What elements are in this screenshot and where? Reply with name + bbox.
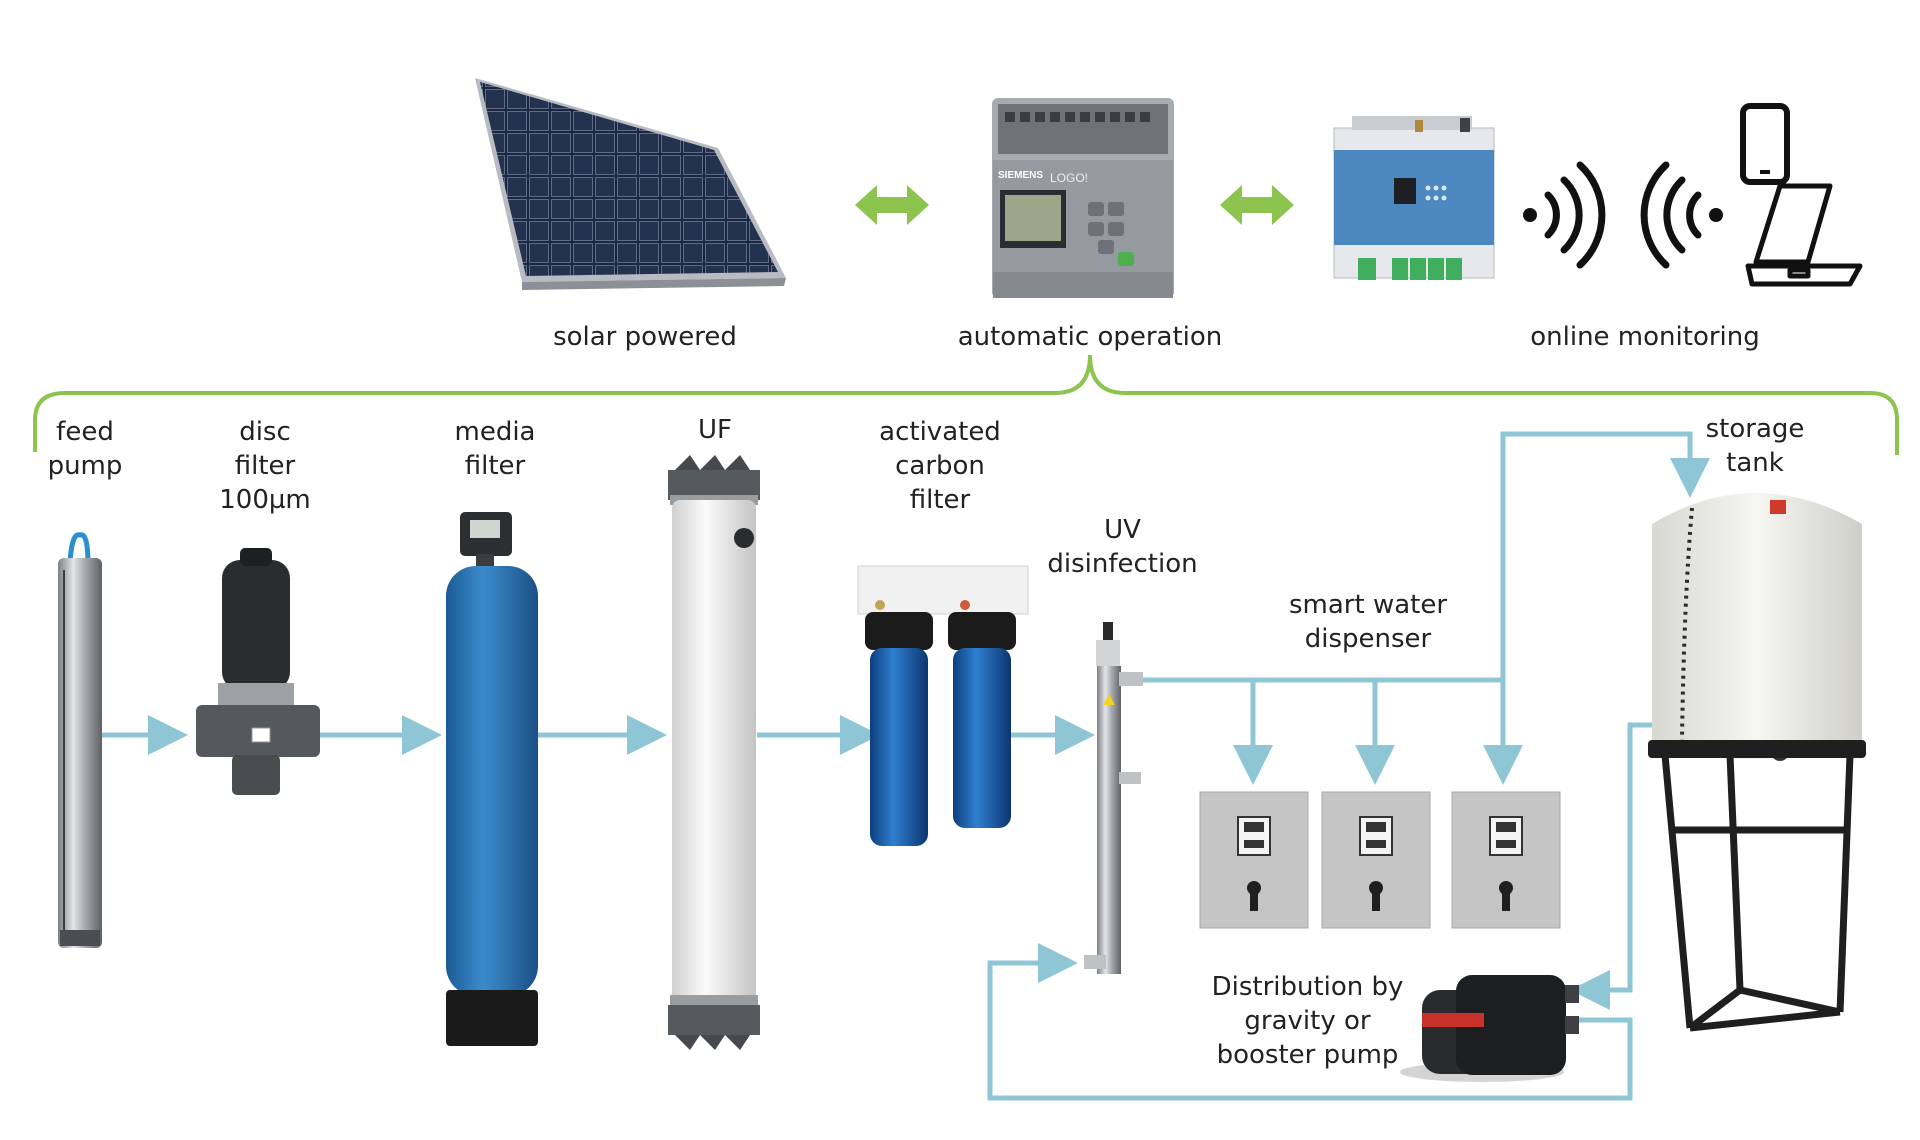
booster-pump-icon <box>1400 975 1579 1082</box>
plc-controller-icon: SIEMENS LOGO! <box>992 98 1174 298</box>
wireless-signal-icon <box>1523 161 1606 269</box>
solar-panel-icon <box>475 78 786 290</box>
label-automatic-operation: automatic operation <box>957 322 1223 352</box>
gateway-module-icon <box>1333 116 1495 280</box>
disc-filter-icon <box>196 548 320 795</box>
smart-water-dispenser-icon <box>1451 791 1561 929</box>
smartphone-icon <box>1740 103 1790 185</box>
smart-water-dispenser-icon <box>1199 791 1309 929</box>
feed-pump-icon <box>58 532 102 948</box>
uv-disinfection-icon <box>1084 622 1143 974</box>
plc-model: LOGO! <box>1050 171 1088 185</box>
double-arrow-icon <box>1220 185 1294 225</box>
label-disc-filter: disc filter 100µm <box>219 417 311 515</box>
system-bracket <box>33 354 1899 455</box>
label-solar-powered: solar powered <box>553 322 737 352</box>
wireless-signal-icon <box>1640 161 1723 269</box>
plc-brand: SIEMENS <box>998 170 1043 181</box>
flow-pipes <box>102 431 1710 1101</box>
label-smart-water-dispenser: smart water dispenser <box>1288 590 1448 654</box>
label-online-monitoring: online monitoring <box>1530 322 1760 352</box>
label-uv-disinfection: UV disinfection <box>1047 515 1198 579</box>
label-storage-tank: storage tank <box>1705 414 1805 478</box>
media-filter-icon <box>446 512 538 1046</box>
double-arrow-icon <box>855 185 929 225</box>
activated-carbon-filter-icon <box>857 565 1029 846</box>
smart-water-dispenser-icon <box>1321 791 1431 929</box>
storage-tank-icon <box>1648 493 1866 1032</box>
label-media-filter: media filter <box>454 417 536 481</box>
label-feed-pump: feed pump <box>47 417 123 481</box>
label-activated-carbon-filter: activated carbon filter <box>879 417 1001 515</box>
uf-module-icon <box>668 455 760 1050</box>
label-distribution: Distribution by gravity or booster pump <box>1211 972 1404 1070</box>
label-uf: UF <box>698 415 732 445</box>
laptop-icon <box>1745 183 1863 287</box>
